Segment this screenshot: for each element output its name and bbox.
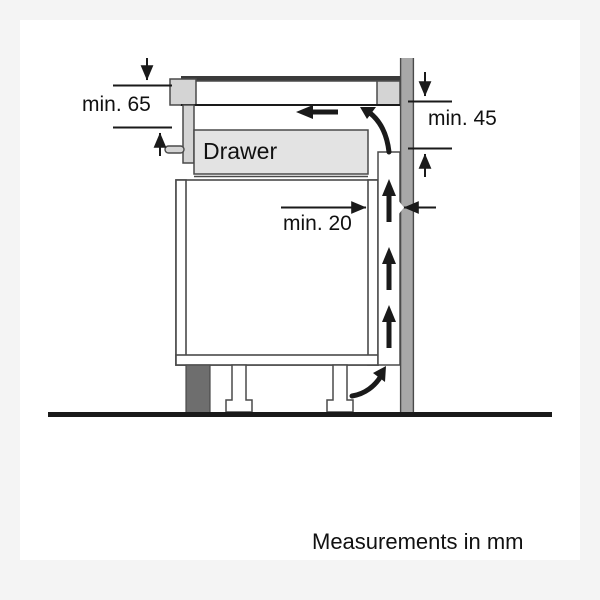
airflow-arrow-curved-bottom <box>349 366 386 399</box>
drawer-label: Drawer <box>203 138 278 164</box>
rear-wall <box>399 58 415 415</box>
drawer-unit <box>193 129 369 178</box>
airflow-arrows <box>296 105 396 399</box>
airflow-arrow-up-2 <box>382 247 396 290</box>
airflow-arrow-curved-top <box>360 107 392 155</box>
dimension-min-20 <box>281 200 436 215</box>
airflow-arrow-up-3 <box>382 179 396 222</box>
dimension-label-min-20: min. 20 <box>283 212 352 235</box>
airflow-arrow-up-1 <box>382 305 396 348</box>
airflow-arrow-left <box>296 105 338 119</box>
dimension-label-min-45: min. 45 <box>428 107 497 130</box>
dimension-min-65 <box>113 58 172 156</box>
floor-line <box>48 412 552 417</box>
dimension-min-45 <box>408 72 452 177</box>
cabinet-body <box>175 179 379 366</box>
cabinet-legs <box>225 364 354 413</box>
plinth-block <box>185 364 211 416</box>
cooktop-hob <box>164 76 401 164</box>
units-note: Measurements in mm <box>312 529 524 554</box>
dimension-label-min-65: min. 65 <box>82 93 151 116</box>
